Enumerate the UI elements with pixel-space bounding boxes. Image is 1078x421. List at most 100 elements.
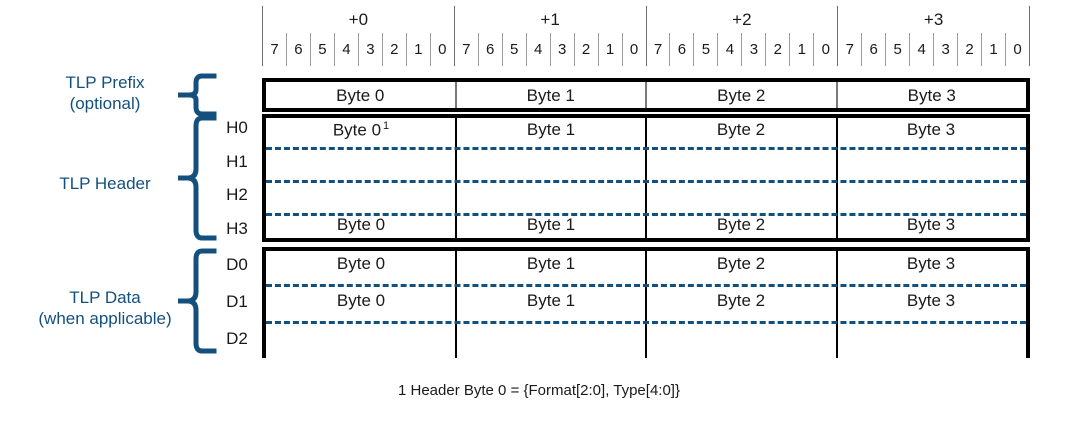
bit-group-byte3: 7 6 5 4 3 2 1 0 — [837, 33, 1030, 66]
row-id-d2: D2 — [226, 329, 248, 348]
h3-cell-byte1: Byte 1 — [456, 215, 646, 235]
group-label-tlp-header: TLP Header — [0, 173, 210, 194]
prefix-cell-byte0: Byte 0 — [266, 82, 455, 108]
h3-cell-byte0-label: Byte 0 — [336, 215, 386, 234]
bit-4: 4 — [333, 33, 358, 66]
bit-1: 1 — [981, 33, 1005, 66]
d0-cell-byte2: Byte 2 — [646, 254, 836, 274]
byte-offset-header: +0 +1 +2 +3 — [262, 6, 1030, 33]
row-id-h0: H0 — [226, 118, 248, 137]
bit-3: 3 — [741, 33, 765, 66]
h0-footnote-marker: 1 — [383, 120, 390, 132]
h0-cell-byte0-label: Byte 0 — [332, 120, 382, 140]
bit-2: 2 — [957, 33, 981, 66]
bit-7: 7 — [462, 41, 471, 58]
bit-number-header: 7 6 5 4 3 2 1 0 7 6 5 4 3 2 1 0 7 6 5 4 … — [262, 33, 1030, 66]
data-row-d1: Byte 0 Byte 1 Byte 2 Byte 3 — [266, 291, 1026, 311]
brace-tlp-header — [178, 114, 218, 242]
bit-4: 4 — [717, 33, 741, 66]
header-separator-h2-h3 — [266, 213, 1026, 216]
data-separator-d0-d1 — [266, 284, 1026, 287]
bit-group-byte0: 7 6 5 4 3 2 1 0 — [262, 33, 454, 66]
prefix-cell-byte1-label: Byte 1 — [526, 86, 575, 105]
d0-cell-byte1: Byte 1 — [456, 254, 646, 274]
h3-cell-byte0: Byte 0 — [266, 215, 456, 235]
brace-tlp-data — [178, 247, 218, 355]
bit-1: 1 — [405, 33, 430, 66]
bit-6: 6 — [477, 33, 502, 66]
row-id-h2: H2 — [226, 185, 248, 204]
d1-cell-byte0-label: Byte 0 — [336, 291, 386, 310]
bit-0: 0 — [621, 33, 646, 66]
h3-cell-byte1-label: Byte 1 — [526, 215, 576, 234]
d0-cell-byte3: Byte 3 — [836, 254, 1026, 274]
bit-4: 4 — [525, 33, 550, 66]
group-label-tlp-data-line2: (when applicable) — [38, 309, 172, 328]
header-separator-h1-h2 — [266, 180, 1026, 183]
prefix-cell-byte3: Byte 3 — [835, 82, 1027, 108]
bit-7: 7 — [653, 41, 663, 58]
byte-offset-1: +1 — [453, 6, 646, 33]
h3-cell-byte3: Byte 3 — [836, 215, 1026, 235]
bit-7: 7 — [270, 41, 279, 58]
h0-cell-byte1-label: Byte 1 — [526, 120, 576, 139]
header-col-byte1 — [454, 118, 646, 238]
bit-5: 5 — [309, 33, 334, 66]
tlp-data-band: Byte 0 Byte 1 Byte 2 Byte 3 Byte 0 Byte … — [262, 247, 1030, 358]
bit-2: 2 — [381, 33, 406, 66]
bit-0: 0 — [429, 33, 454, 66]
row-id-d1: D1 — [226, 292, 248, 311]
d1-cell-byte2-label: Byte 2 — [716, 291, 766, 310]
data-col-byte2 — [645, 251, 836, 358]
d0-cell-byte0: Byte 0 — [266, 254, 456, 274]
row-id-h3: H3 — [226, 219, 248, 238]
prefix-cell-byte2-label: Byte 2 — [717, 86, 766, 105]
group-label-tlp-header-line1: TLP Header — [59, 174, 151, 193]
d1-cell-byte3-label: Byte 3 — [906, 291, 956, 310]
tlp-prefix-band: Byte 0 Byte 1 Byte 2 Byte 3 — [262, 78, 1030, 112]
data-col-byte3 — [835, 251, 1027, 358]
bit-0: 0 — [813, 33, 837, 66]
byte-offset-2: +2 — [645, 6, 838, 33]
bit-6: 6 — [861, 33, 885, 66]
bit-group-byte2: 7 6 5 4 3 2 1 0 — [645, 33, 838, 66]
d0-cell-byte3-label: Byte 3 — [906, 254, 956, 273]
byte-offset-3: +3 — [837, 6, 1030, 33]
bit-3: 3 — [933, 33, 957, 66]
prefix-cell-byte1: Byte 1 — [454, 82, 646, 108]
bit-group-byte1: 7 6 5 4 3 2 1 0 — [453, 33, 646, 66]
bit-3: 3 — [549, 33, 574, 66]
d1-cell-byte2: Byte 2 — [646, 291, 836, 311]
h0-cell-byte3-label: Byte 3 — [906, 120, 956, 139]
header-col-byte3 — [835, 118, 1027, 238]
h3-cell-byte3-label: Byte 3 — [906, 215, 956, 234]
header-separator-h0-h1 — [266, 147, 1026, 150]
group-label-tlp-data-line1: TLP Data — [69, 288, 141, 307]
h0-cell-byte2: Byte 2 — [646, 120, 836, 141]
bit-2: 2 — [573, 33, 598, 66]
header-row-h3: Byte 0 Byte 1 Byte 2 Byte 3 — [266, 215, 1026, 235]
group-label-tlp-data: TLP Data (when applicable) — [0, 287, 210, 329]
data-col-byte1 — [454, 251, 646, 358]
bit-5: 5 — [501, 33, 526, 66]
bit-2: 2 — [765, 33, 789, 66]
brace-tlp-prefix — [178, 72, 218, 118]
group-label-tlp-prefix: TLP Prefix (optional) — [0, 72, 210, 114]
h3-cell-byte2: Byte 2 — [646, 215, 836, 235]
d0-cell-byte1-label: Byte 1 — [526, 254, 576, 273]
byte-offset-0: +0 — [262, 6, 454, 33]
bit-5: 5 — [693, 33, 717, 66]
d1-cell-byte1: Byte 1 — [456, 291, 646, 311]
bit-6: 6 — [285, 33, 310, 66]
bit-0: 0 — [1005, 33, 1029, 66]
group-label-tlp-prefix-line2: (optional) — [69, 94, 141, 113]
bit-3: 3 — [357, 33, 382, 66]
bit-1: 1 — [597, 33, 622, 66]
d1-cell-byte0: Byte 0 — [266, 291, 456, 311]
bit-6: 6 — [669, 33, 693, 66]
d0-cell-byte0-label: Byte 0 — [336, 254, 386, 273]
bit-1: 1 — [789, 33, 813, 66]
